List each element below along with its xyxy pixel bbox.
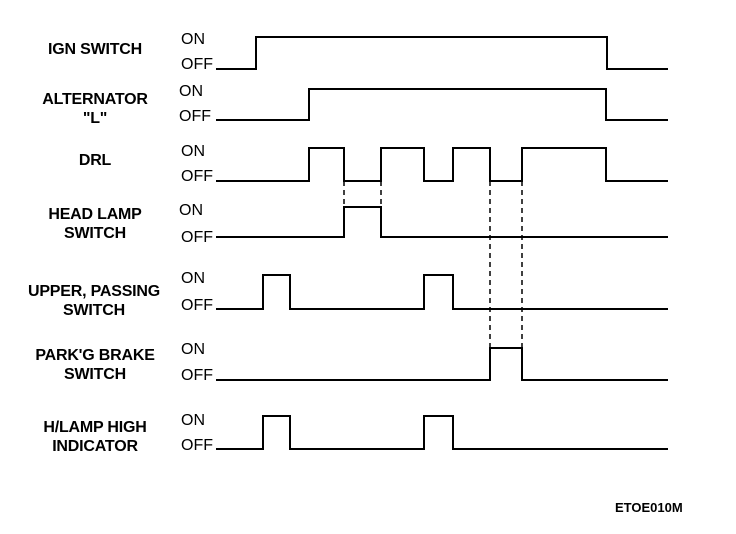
waveform-upper <box>216 274 668 310</box>
on-label-upper: ON <box>181 270 205 287</box>
off-label-alternator: OFF <box>179 108 211 125</box>
waveforms <box>216 36 668 450</box>
on-label-parking: ON <box>181 341 205 358</box>
signal-label-parking-brake: PARK'G BRAKE SWITCH <box>35 347 155 383</box>
waveform-headlamp <box>216 206 668 238</box>
off-label-parking: OFF <box>181 367 213 384</box>
off-label-upper: OFF <box>181 297 213 314</box>
off-label-hlamp: OFF <box>181 437 213 454</box>
on-label-hlamp: ON <box>181 412 205 429</box>
off-label-ign: OFF <box>181 56 213 73</box>
reference-code: ETOE010M <box>615 500 683 515</box>
off-label-headlamp: OFF <box>181 229 213 246</box>
signal-label-upper-passing: UPPER, PASSING SWITCH <box>27 283 161 319</box>
signal-label-hlamp-indicator: H/LAMP HIGH INDICATOR <box>43 419 147 455</box>
on-label-headlamp: ON <box>179 202 203 219</box>
waveform-alternator <box>216 88 668 121</box>
signal-label-alternator: ALTERNATOR "L" <box>42 91 148 127</box>
signal-label-headlamp: HEAD LAMP SWITCH <box>48 206 142 242</box>
on-label-ign: ON <box>181 31 205 48</box>
waveform-hlamp-indicator <box>216 415 668 450</box>
signal-label-drl: DRL <box>78 152 112 169</box>
waveform-ign <box>216 36 668 70</box>
signal-label-ign: IGN SWITCH <box>48 41 142 58</box>
on-label-alternator: ON <box>179 83 203 100</box>
timing-guides <box>343 180 523 348</box>
waveform-drl <box>216 147 668 182</box>
off-label-drl: OFF <box>181 168 213 185</box>
on-label-drl: ON <box>181 143 205 160</box>
waveform-parking <box>216 347 668 381</box>
